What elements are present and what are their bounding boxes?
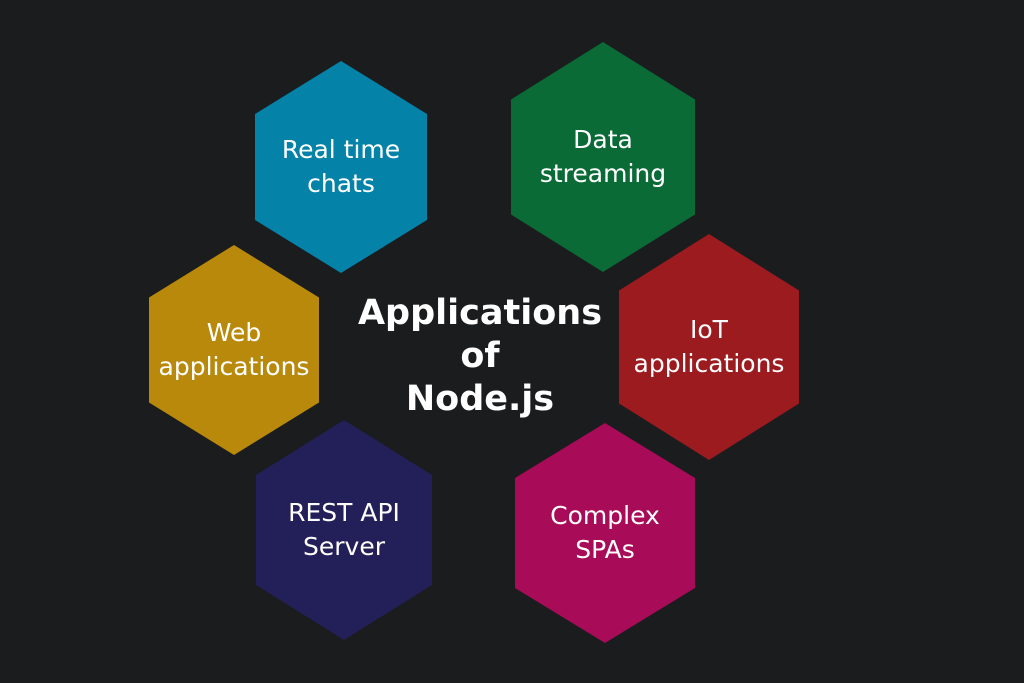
rest-api-server-hexagon <box>256 420 432 640</box>
center-title-line-1: Applications <box>357 293 603 333</box>
real-time-chats-hexagon <box>255 61 427 273</box>
center-title-line-3: Node.js <box>405 379 555 419</box>
complex-spas-hexagon <box>515 423 695 643</box>
data-streaming-hexagon <box>511 42 695 272</box>
web-applications-hexagon <box>149 245 319 455</box>
center-title: Applications of Node.js <box>340 292 620 421</box>
iot-applications-hexagon <box>619 234 799 460</box>
center-title-line-2: of <box>460 336 500 376</box>
